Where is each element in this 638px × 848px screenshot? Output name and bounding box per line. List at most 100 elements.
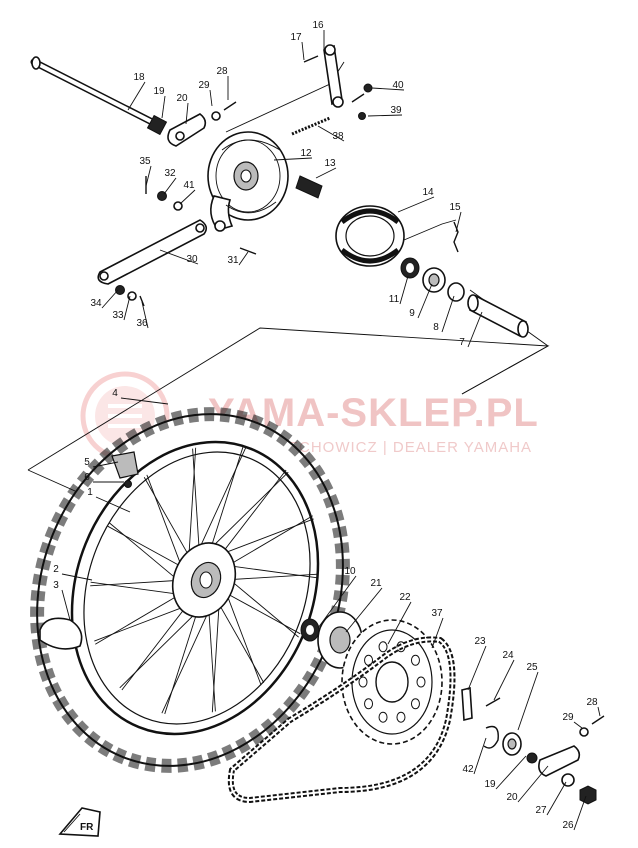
valve-nut-6: [124, 480, 132, 488]
spoke: [90, 579, 185, 587]
callout-label-c28a: 28: [216, 66, 228, 77]
sprocket-hole: [364, 698, 374, 710]
callout-label-c34: 34: [90, 298, 102, 309]
callout-label-c26: 26: [562, 820, 574, 831]
callout-label-c38: 38: [332, 131, 344, 142]
callout-label-c18: 18: [133, 72, 145, 83]
callout-label-c14: 14: [422, 187, 434, 198]
spoke: [121, 599, 192, 691]
collar-8: [447, 282, 465, 302]
brake-cam: [295, 175, 323, 199]
callout-leader-c20: [185, 102, 189, 125]
callout-leader-c39: [367, 114, 403, 117]
washer-33: [127, 291, 137, 301]
callout-leader-c30: [159, 249, 199, 265]
sprocket-hole: [416, 676, 426, 688]
callout-leader-c35: [145, 165, 152, 187]
spoke: [216, 469, 287, 561]
callout-label-c30: 30: [186, 254, 198, 265]
callout-label-c3: 3: [53, 580, 59, 591]
return-spring: [291, 116, 331, 136]
callout-leader-c38: [317, 125, 345, 142]
callout-label-c36: 36: [136, 318, 148, 329]
callout-leader-c28b: [597, 706, 601, 717]
callout-label-c16: 16: [312, 20, 324, 31]
callout-leader-c9: [417, 283, 433, 319]
rear-axle: [30, 56, 168, 136]
callout-leader-c31: [238, 251, 249, 266]
spoke: [221, 590, 301, 635]
callout-label-c8: 8: [433, 322, 439, 333]
callout-leader-c29a: [209, 89, 213, 107]
callout-label-c42: 42: [462, 764, 474, 775]
spacer-7: [467, 294, 529, 338]
callout-leader-c19b: [495, 755, 527, 790]
sprocket-hole: [378, 711, 388, 723]
sprocket-hole: [358, 676, 368, 688]
washer-27: [561, 773, 575, 787]
assembly-guide-line: [225, 61, 345, 133]
assembly-guide-line: [27, 327, 550, 471]
callout-leader-c24: [493, 659, 515, 701]
lock-washer-23: [461, 686, 473, 722]
callout-leader-c40: [371, 87, 405, 91]
sprocket-hole: [410, 698, 420, 710]
callout-leader-c10: [317, 575, 357, 629]
spoke: [187, 447, 197, 565]
callout-label-c39: 39: [390, 105, 402, 116]
callout-label-c7: 7: [459, 337, 465, 348]
callout-label-c9: 9: [409, 308, 415, 319]
chain-puller-lower: [538, 745, 581, 777]
callout-label-c20b: 20: [506, 792, 518, 803]
callout-label-c40: 40: [392, 80, 404, 91]
bolt-upper: [223, 101, 237, 111]
spoke: [143, 477, 192, 561]
callout-label-c23: 23: [474, 636, 486, 647]
bolt-31: [239, 247, 257, 255]
callout-leader-c3: [61, 589, 71, 621]
spoke: [211, 595, 221, 713]
callout-label-c10: 10: [344, 566, 356, 577]
callout-leader-c27: [546, 781, 567, 816]
nut-19b: [526, 752, 538, 764]
callout-leader-c32: [163, 177, 177, 195]
callout-leader-c18: [127, 81, 146, 111]
callout-leader-c17: [301, 41, 305, 61]
badge-text: FR: [80, 822, 94, 833]
callout-leader-c13: [315, 167, 337, 179]
upper-assembly: [30, 44, 549, 395]
callout-label-c35: 35: [139, 156, 151, 167]
callout-label-c1: 1: [87, 487, 93, 498]
watermark-tagline: ECHOWICZ | DEALER YAMAHA: [288, 439, 532, 456]
callout-leader-c1: [95, 496, 131, 513]
axle-nut-26: [579, 785, 597, 805]
callout-label-c17: 17: [290, 32, 302, 43]
spoke: [146, 474, 185, 575]
callout-label-c4: 4: [112, 388, 118, 399]
callout-leader-c36: [141, 301, 149, 329]
rear-sprocket-22: [341, 619, 443, 745]
callout-label-c11: 11: [389, 294, 400, 305]
sprocket-hole: [364, 654, 374, 666]
spoke: [216, 599, 265, 683]
spoke: [192, 448, 200, 556]
bolt-24: [485, 697, 501, 707]
brake-shoe-plate: [207, 131, 289, 232]
callout-leader-c23: [467, 645, 487, 691]
callout-leader-c21: [345, 587, 383, 633]
callout-leader-c2: [61, 573, 93, 581]
callout-leader-c34: [101, 289, 119, 309]
spoke: [208, 604, 216, 712]
callout-label-c27: 27: [535, 805, 547, 816]
callout-label-c19b: 19: [484, 779, 496, 790]
callout-leader-c20b: [517, 765, 549, 803]
callout-leader-c42: [473, 737, 487, 775]
washer-upper: [211, 111, 221, 121]
callout-label-c32: 32: [164, 168, 176, 179]
callout-leader-c11: [399, 275, 409, 305]
sprocket-hole: [378, 641, 388, 653]
callout-label-c31: 31: [227, 255, 239, 266]
callout-label-c22: 22: [399, 592, 411, 603]
